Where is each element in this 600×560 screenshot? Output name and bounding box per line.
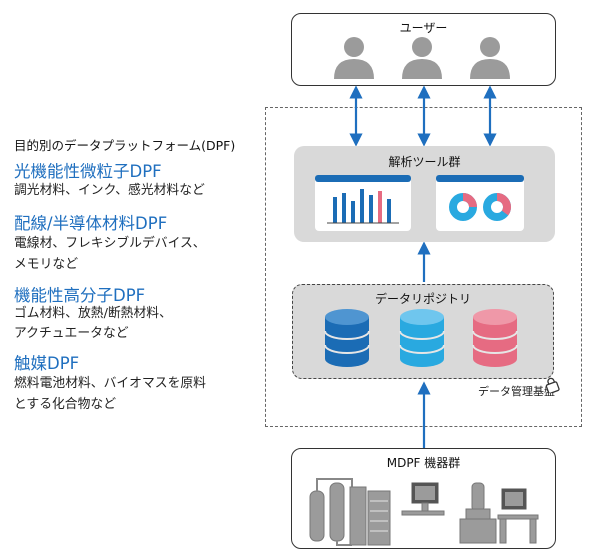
microscope-icon xyxy=(459,482,497,544)
dpf-list-heading: 目的別のデータプラットフォーム(DPF) xyxy=(14,138,236,153)
lock-icon xyxy=(545,377,560,393)
database-icons xyxy=(324,309,518,367)
platform-label: データ管理基盤 xyxy=(478,385,555,398)
user-icon xyxy=(334,37,374,79)
tools-label: 解析ツール群 xyxy=(388,155,461,169)
dpf-title-catalyst: 触媒DPF xyxy=(14,354,80,373)
analysis-tools-box: 解析ツール群 xyxy=(294,146,555,242)
user-icon xyxy=(470,37,510,79)
dpf-desc-polymer-1: ゴム材料、放熱/断熱材料、 xyxy=(14,306,172,321)
dpf-desc-catalyst-1: 燃料電池材料、バイオマスを原料 xyxy=(14,376,206,391)
database-icon xyxy=(472,309,518,367)
dpf-desc-wiring-1: 電線材、フレキシブルデバイス、 xyxy=(14,236,206,251)
dpf-desc-photofunctional-1: 調光材料、インク、感光材料など xyxy=(14,183,205,198)
bar-chart-icon xyxy=(315,175,411,231)
dpf-title-polymer: 機能性高分子DPF xyxy=(14,286,146,305)
repository-label: データリポジトリ xyxy=(374,292,471,306)
users-box: ユーザー xyxy=(291,13,556,86)
equipment-label: MDPF 機器群 xyxy=(386,456,461,470)
dpf-desc-polymer-2: アクチュエータなど xyxy=(14,326,129,341)
dpf-title-photofunctional: 光機能性微粒子DPF xyxy=(14,162,162,181)
dpf-desc-catalyst-2: とする化合物など xyxy=(14,397,116,412)
dpf-desc-wiring-2: メモリなど xyxy=(14,257,78,272)
dpf-title-wiring-semiconductor: 配線/半導体材料DPF xyxy=(14,214,168,233)
database-icon xyxy=(399,309,445,367)
users-label: ユーザー xyxy=(399,21,448,35)
user-icon xyxy=(402,37,442,79)
data-repository-box: データリポジトリ xyxy=(292,284,554,379)
donut-chart-icon xyxy=(436,175,524,231)
database-icon xyxy=(324,309,370,367)
users-icons xyxy=(334,37,510,79)
equipment-box: MDPF 機器群 xyxy=(291,448,556,549)
lab-equipment-icon xyxy=(309,478,539,546)
